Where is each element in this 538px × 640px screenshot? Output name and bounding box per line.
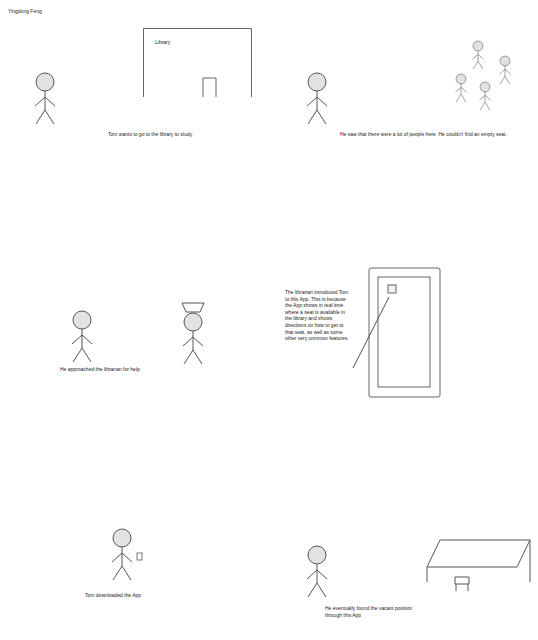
building-door (203, 78, 216, 97)
building-outline (143, 28, 252, 97)
building-wall (144, 29, 252, 98)
tom-figure (72, 311, 92, 362)
crowd-person (473, 41, 484, 69)
crowd-person (500, 56, 511, 84)
phone-screen (378, 277, 430, 387)
phone-in-hand (137, 553, 142, 560)
panel-caption: Tom wants to go to the library to study (108, 131, 218, 138)
tom-figure (35, 73, 55, 124)
app-icon (388, 285, 396, 293)
author-name: Yingdong Feng (8, 8, 88, 15)
callout-note: The librarian introduced Tom to this App… (285, 289, 349, 342)
tom-figure (307, 73, 327, 124)
panel-caption: He eventually found the vacant position … (325, 605, 429, 618)
panel-caption: He approached the librarian for help (60, 366, 170, 373)
librarian-hat (182, 303, 204, 312)
tom-figure (112, 529, 132, 580)
crowd-person (480, 82, 491, 110)
librarian-figure (183, 313, 203, 364)
tom-figure (307, 546, 327, 597)
panel-caption: Tom downloaded the App (85, 592, 165, 599)
leader-line (353, 297, 389, 368)
phone-body (369, 268, 440, 397)
crowd-person (456, 74, 467, 102)
panel-caption: He saw that there were a lot of people h… (340, 131, 515, 138)
vacant-chair (455, 577, 469, 591)
library-building: Library (143, 28, 252, 97)
building-name: Library (155, 39, 252, 46)
study-table (427, 540, 530, 582)
